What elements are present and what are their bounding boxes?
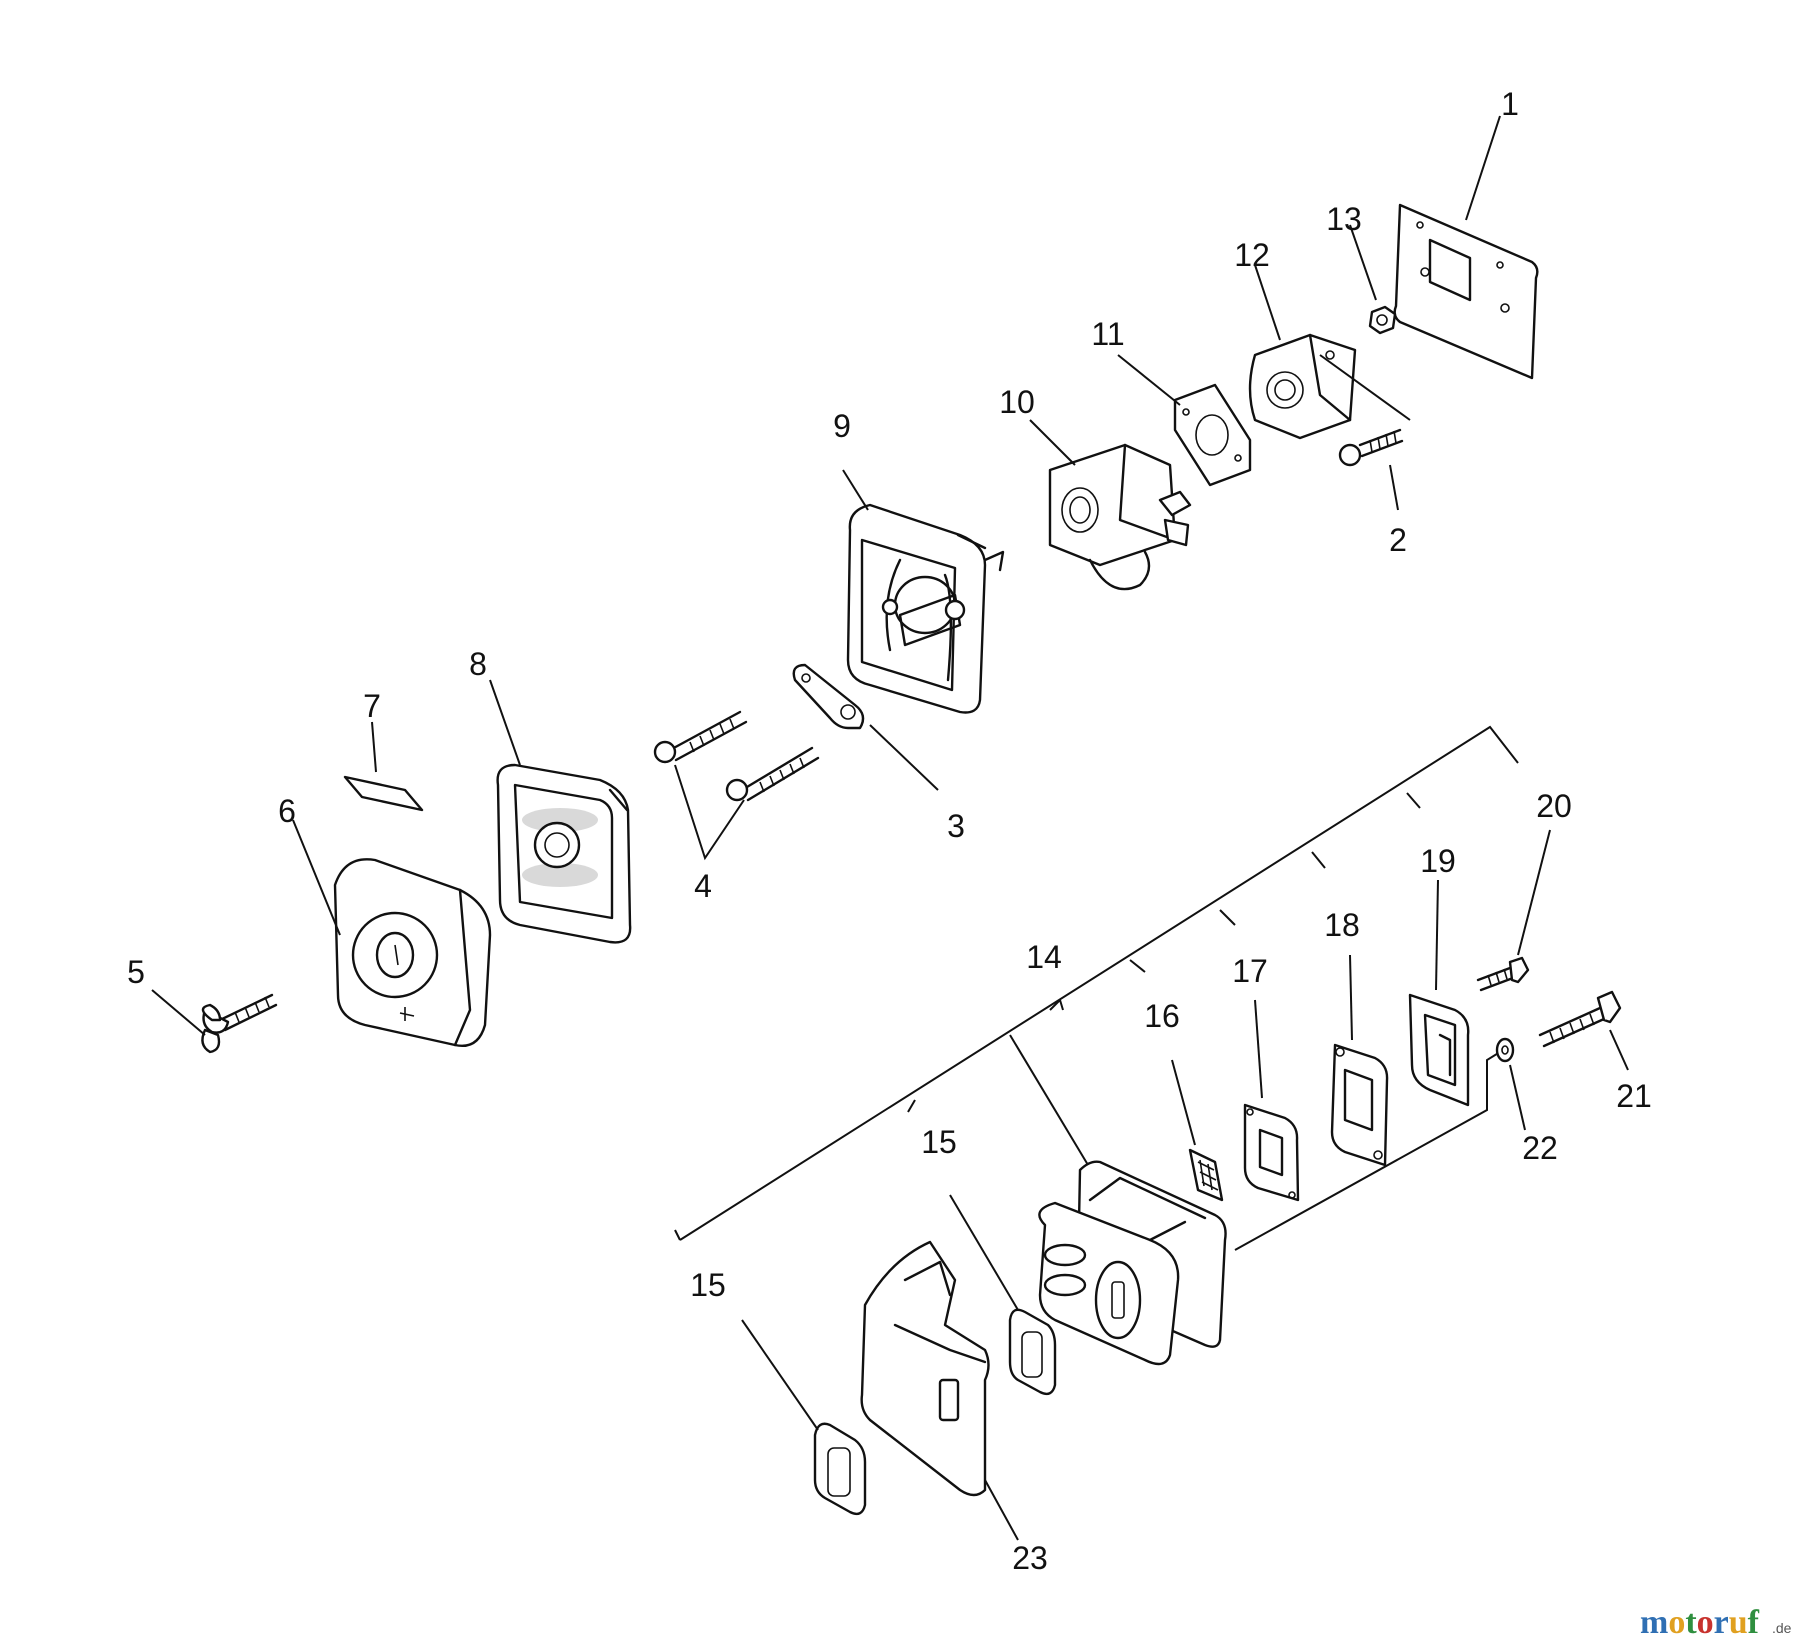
leader-13 [1349,224,1377,301]
group-tick-14 [1049,998,1064,1011]
part-11-gasket [1173,383,1252,487]
leader-18 [1349,954,1353,1041]
label-3: 3 [947,808,965,844]
leader-10 [1029,419,1076,466]
label-23: 23 [1012,1540,1048,1576]
part-22-washer [1495,1037,1515,1063]
leader-15-right [949,1194,1019,1311]
part-6-air-cleaner-cover [333,858,492,1047]
leader-6 [292,819,341,936]
part-12-insulator [1248,333,1357,440]
leader-15-left [741,1319,819,1431]
logo-suffix: .de [1772,1620,1792,1636]
label-2: 2 [1389,522,1407,558]
label-15-right: 15 [921,1124,957,1160]
leader-16 [1171,1059,1196,1146]
label-22: 22 [1522,1130,1558,1166]
part-23-heat-shield [860,1240,990,1497]
group-tick-19 [1406,792,1421,809]
label-15-left: 15 [690,1267,726,1303]
leader-1 [1465,115,1501,221]
leader-19 [1435,879,1439,991]
leader-9 [842,469,869,511]
group-tick-left [674,1229,681,1241]
label-18: 18 [1324,907,1360,943]
group-tick-16 [1129,959,1146,973]
part-17-gasket [1243,1103,1300,1202]
leader-20 [1517,829,1551,956]
part-20-bolt [1476,956,1530,992]
label-7: 7 [363,688,381,724]
part-10-carburetor [1048,443,1192,591]
leader-22 [1509,1064,1526,1131]
part-9-air-cleaner-base [846,503,1005,714]
label-1: 1 [1501,86,1519,122]
label-8: 8 [469,646,487,682]
leader-4 [674,764,745,861]
leader-23 [984,1479,1019,1541]
part-3-bracket [792,663,865,730]
label-6: 6 [278,793,296,829]
leader-17 [1254,999,1263,1099]
label-10: 10 [999,384,1035,420]
part-14-muffler [1038,1160,1227,1366]
part-7-label [343,775,424,812]
part-19-deflector [1408,993,1470,1107]
leader-14 [1009,1034,1089,1166]
part-4-screws [653,710,820,802]
leader-12 [1254,264,1281,341]
part-21-long-bolt [1538,990,1622,1048]
leader-7 [371,721,377,773]
label-9: 9 [833,408,851,444]
group-tick-17 [1219,909,1236,926]
leader-21 [1609,1029,1629,1071]
part-13-nut [1368,305,1397,335]
part-8-air-filter [496,763,632,944]
label-21: 21 [1616,1078,1652,1114]
label-20: 20 [1536,788,1572,824]
group-line-22 [1234,1051,1501,1251]
label-12: 12 [1234,237,1270,273]
label-4: 4 [694,868,712,904]
label-14: 14 [1026,939,1062,975]
part-15-gasket-right [1008,1308,1057,1396]
label-17: 17 [1232,953,1268,989]
leader-3 [869,724,939,791]
svg-text:motoruf: motoruf [1640,1604,1760,1641]
part-15-gasket-left [813,1422,867,1516]
leader-8 [489,679,521,766]
part-18-gasket-plate [1330,1043,1389,1167]
group-tick-18 [1311,851,1326,869]
label-16: 16 [1144,998,1180,1034]
label-5: 5 [127,954,145,990]
label-11: 11 [1091,316,1124,352]
group-line-20 [679,725,1519,1241]
motoruf-logo: motoruf .de [1640,1604,1792,1641]
part-2-bolt [1338,428,1404,467]
part-1-gasket-plate [1393,203,1539,380]
leader-11 [1117,354,1181,406]
leader-2 [1389,464,1399,511]
part-5-wing-screw [201,993,278,1054]
group-tick-15 [907,1099,916,1113]
leader-5 [151,989,206,1036]
label-13: 13 [1326,201,1362,237]
label-19: 19 [1420,843,1456,879]
part-16-screen [1188,1148,1224,1202]
leader-12b [1319,354,1411,421]
